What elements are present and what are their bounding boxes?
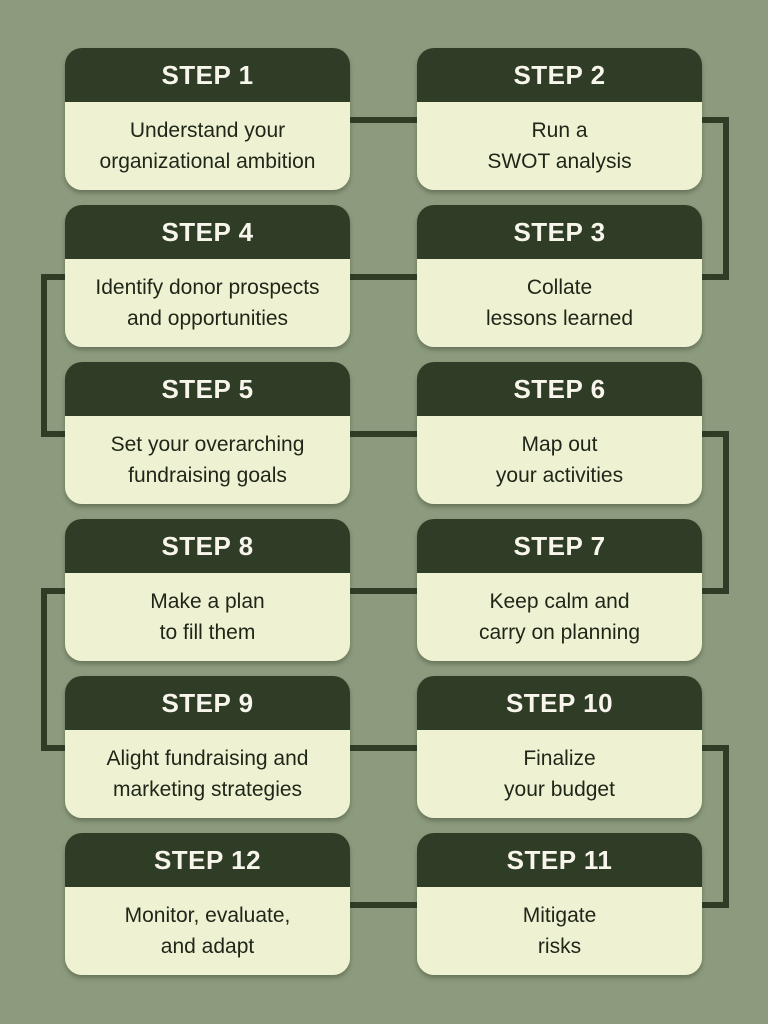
- step-9-title: STEP 9: [161, 687, 254, 718]
- step-8-header: STEP 8: [65, 519, 350, 573]
- step-card-2: STEP 2 Run a SWOT analysis: [417, 48, 702, 190]
- step-12-text-line-2: and adapt: [160, 935, 255, 958]
- step-6-body: Map out your activities: [417, 416, 702, 504]
- step-4-body: Identify donor prospects and opportuniti…: [65, 259, 350, 347]
- step-card-8: STEP 8 Make a plan to fill them: [65, 519, 350, 661]
- step-10-text-line-1: Finalize: [523, 747, 596, 770]
- step-11-text-line-2: risks: [537, 935, 582, 958]
- step-1-title: STEP 1: [161, 59, 254, 90]
- step-card-9: STEP 9 Alight fundraising and marketing …: [65, 676, 350, 818]
- step-10-title: STEP 10: [505, 687, 614, 718]
- step-card-3: STEP 3 Collate lessons learned: [417, 205, 702, 347]
- step-1-text-line-2: organizational ambition: [99, 150, 316, 173]
- step-6-header: STEP 6: [417, 362, 702, 416]
- step-7-text-line-1: Keep calm and: [489, 590, 630, 613]
- step-10-text-line-2: your budget: [504, 778, 615, 801]
- step-4-title: STEP 4: [161, 216, 254, 247]
- step-7-title: STEP 7: [513, 530, 606, 561]
- step-card-11: STEP 11 Mitigate risks: [417, 833, 702, 975]
- step-6-text-line-2: your activities: [495, 464, 624, 487]
- step-12-text-line-1: Monitor, evaluate,: [124, 904, 291, 927]
- step-11-header: STEP 11: [417, 833, 702, 887]
- step-9-text-line-1: Alight fundraising and: [106, 747, 309, 770]
- step-10-header: STEP 10: [417, 676, 702, 730]
- step-5-text-line-1: Set your overarching: [110, 433, 305, 456]
- connector-step2-step3: [698, 117, 729, 280]
- step-8-text-line-1: Make a plan: [150, 590, 265, 613]
- step-9-body: Alight fundraising and marketing strateg…: [65, 730, 350, 818]
- step-card-4: STEP 4 Identify donor prospects and oppo…: [65, 205, 350, 347]
- steps-grid: STEP 1 Understand your organizational am…: [65, 48, 702, 975]
- step-4-header: STEP 4: [65, 205, 350, 259]
- step-5-title: STEP 5: [161, 373, 254, 404]
- step-2-body: Run a SWOT analysis: [417, 102, 702, 190]
- step-card-6: STEP 6 Map out your activities: [417, 362, 702, 504]
- step-12-header: STEP 12: [65, 833, 350, 887]
- step-9-header: STEP 9: [65, 676, 350, 730]
- step-12-body: Monitor, evaluate, and adapt: [65, 887, 350, 975]
- step-1-body: Understand your organizational ambition: [65, 102, 350, 190]
- connector-step8-step9: [41, 588, 70, 751]
- step-3-text-line-2: lessons learned: [485, 307, 634, 330]
- step-1-text-line-1: Understand your: [129, 119, 286, 142]
- step-11-title: STEP 11: [506, 844, 613, 875]
- connector-step10-step11: [698, 745, 729, 908]
- step-3-title: STEP 3: [513, 216, 606, 247]
- step-card-12: STEP 12 Monitor, evaluate, and adapt: [65, 833, 350, 975]
- step-5-body: Set your overarching fundraising goals: [65, 416, 350, 504]
- step-card-7: STEP 7 Keep calm and carry on planning: [417, 519, 702, 661]
- connector-step4-step5: [41, 274, 70, 437]
- connector-step6-step7: [698, 431, 729, 594]
- step-8-title: STEP 8: [161, 530, 254, 561]
- step-5-text-line-2: fundraising goals: [128, 464, 287, 487]
- step-card-1: STEP 1 Understand your organizational am…: [65, 48, 350, 190]
- step-9-text-line-2: marketing strategies: [112, 778, 303, 801]
- step-12-title: STEP 12: [153, 844, 262, 875]
- step-5-header: STEP 5: [65, 362, 350, 416]
- step-2-header: STEP 2: [417, 48, 702, 102]
- step-3-text-line-1: Collate: [526, 276, 593, 299]
- step-7-header: STEP 7: [417, 519, 702, 573]
- step-2-text-line-2: SWOT analysis: [487, 150, 632, 173]
- step-4-text-line-1: Identify donor prospects: [95, 276, 320, 299]
- step-3-body: Collate lessons learned: [417, 259, 702, 347]
- step-11-body: Mitigate risks: [417, 887, 702, 975]
- step-6-text-line-1: Map out: [521, 433, 598, 456]
- step-card-10: STEP 10 Finalize your budget: [417, 676, 702, 818]
- step-7-body: Keep calm and carry on planning: [417, 573, 702, 661]
- step-2-title: STEP 2: [513, 59, 606, 90]
- step-11-text-line-1: Mitigate: [522, 904, 597, 927]
- step-7-text-line-2: carry on planning: [478, 621, 641, 644]
- step-card-5: STEP 5 Set your overarching fundraising …: [65, 362, 350, 504]
- step-8-text-line-2: to fill them: [159, 621, 256, 644]
- step-4-text-line-2: and opportunities: [126, 307, 289, 330]
- step-2-text-line-1: Run a: [531, 119, 588, 142]
- step-10-body: Finalize your budget: [417, 730, 702, 818]
- step-1-header: STEP 1: [65, 48, 350, 102]
- step-8-body: Make a plan to fill them: [65, 573, 350, 661]
- step-6-title: STEP 6: [513, 373, 606, 404]
- step-3-header: STEP 3: [417, 205, 702, 259]
